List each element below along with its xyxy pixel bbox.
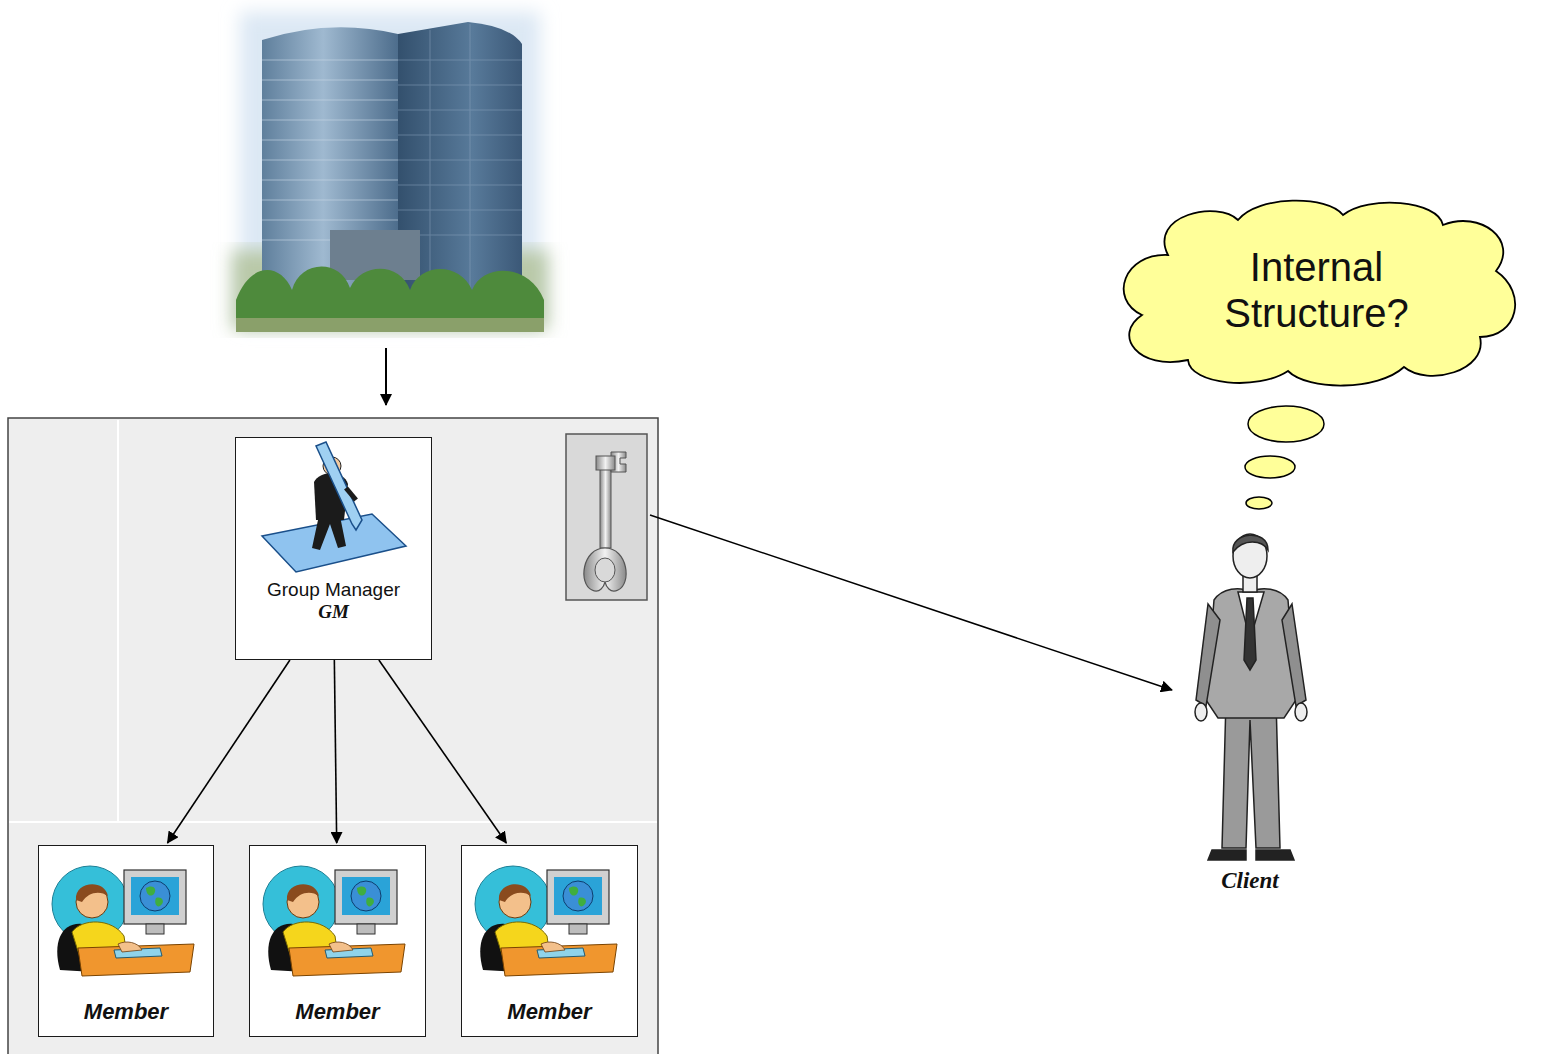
- office-building: [232, 12, 548, 332]
- node-text-group: Member: [295, 999, 379, 1024]
- client-figure: [1195, 534, 1307, 860]
- hierarchy-arrow: [379, 660, 506, 843]
- panel-divider: [117, 420, 119, 822]
- client-label: Client: [1190, 868, 1310, 894]
- node-title: Group Manager: [267, 579, 400, 601]
- member-box: Member: [38, 845, 214, 1037]
- thought-cloud: Internal Structure?: [1108, 195, 1525, 385]
- cloud-outline: [1124, 201, 1515, 386]
- node-text-group: Member: [84, 999, 168, 1024]
- member-icon: [475, 866, 617, 976]
- member-icon: [263, 866, 405, 976]
- node-text-group: Internal Structure?: [1192, 244, 1442, 336]
- node-title: Internal Structure?: [1192, 244, 1442, 336]
- organisation-panel: [8, 418, 658, 1054]
- panel-divider: [9, 821, 657, 823]
- member-box: Member: [249, 845, 426, 1037]
- box-fill: [235, 437, 432, 660]
- key-symbol: [566, 434, 647, 600]
- group-manager-box: Group ManagerGM: [235, 437, 432, 660]
- hierarchy-arrow: [334, 660, 336, 843]
- box-fill: [461, 845, 638, 1037]
- key-arrow: [650, 515, 1172, 690]
- thought-bubble: [1248, 406, 1324, 442]
- node-title: Member: [295, 999, 379, 1024]
- node-text-group: Group ManagerGM: [267, 579, 400, 623]
- box-fill: [38, 845, 214, 1037]
- flow-arrow: [385, 348, 387, 405]
- member-box: Member: [461, 845, 638, 1037]
- thought-bubble: [1246, 497, 1272, 509]
- hierarchy-arrow: [168, 660, 290, 843]
- box-fill: [249, 845, 426, 1037]
- node-title: Member: [84, 999, 168, 1024]
- thought-bubble: [1245, 456, 1295, 478]
- manager-icon: [262, 442, 406, 572]
- node-text-group: Member: [507, 999, 591, 1024]
- node-subtitle: GM: [267, 601, 400, 623]
- member-icon: [52, 866, 194, 976]
- node-title: Member: [507, 999, 591, 1024]
- cloud-outline: [1108, 195, 1525, 385]
